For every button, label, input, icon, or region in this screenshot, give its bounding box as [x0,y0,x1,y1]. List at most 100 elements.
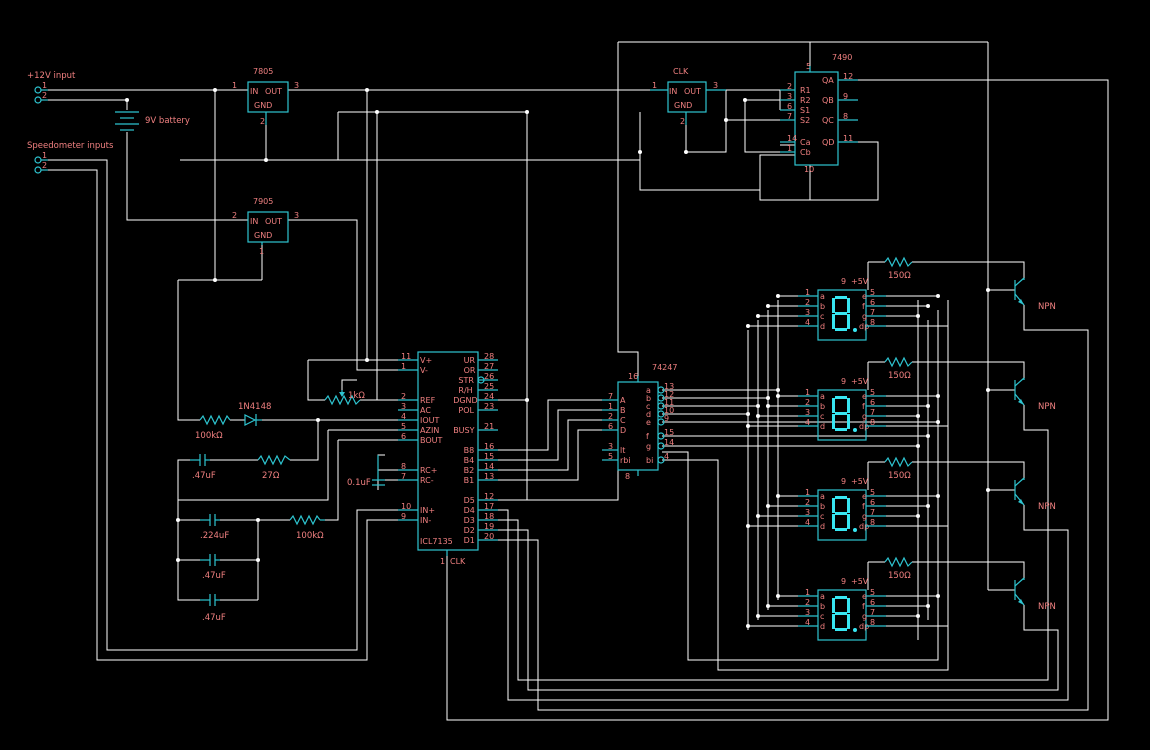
display-pin-label: b [820,402,825,411]
c7490-pin-qc: QC [822,116,834,125]
c7490-pin-num: 14 [787,134,797,143]
icl-pin-label: IN- [420,516,431,525]
icl-pin-label: D5 [464,496,475,505]
c7490-pin-num: 3 [787,92,792,101]
svg-text:2: 2 [232,211,237,220]
icl-pin-label: B2 [464,466,475,475]
icl-pin-num: 10 [401,502,411,511]
icl-pin-label: D3 [464,516,475,525]
svg-text:CLK: CLK [673,67,689,76]
icl-pin-label: BOUT [420,436,443,445]
display-pin-label: c [820,412,824,421]
icl-pin-label: UR [464,356,476,365]
svg-text:CLK: CLK [450,557,466,566]
display-pin-num: 3 [805,308,810,317]
decoder-pin-label: B [620,406,626,415]
display-pin-num: 5 [870,388,875,397]
svg-text:ICL7135: ICL7135 [420,537,453,546]
decoder-pin-num: 15 [664,428,674,437]
icl-pin-num: 6 [401,432,406,441]
display-pin-num: 1 [805,288,810,297]
decoder-pin-label: b [646,394,651,403]
display-pin-num: 6 [870,298,875,307]
display-pin-num: 3 [805,408,810,417]
display-pin-num: 4 [805,518,810,527]
wires [45,41,1109,721]
display-pin-label: e [862,292,867,301]
svg-text:GND: GND [254,101,272,110]
svg-text:.224uF: .224uF [200,531,229,541]
svg-text:IN: IN [250,87,258,96]
display-pin-num: 4 [805,618,810,627]
display-pin-num: 8 [870,318,875,327]
npn-transistor-4: NPN [1014,577,1056,612]
svg-text:3: 3 [713,81,718,90]
decoder-pin-num: 14 [664,438,674,447]
c7490-pin-qd: QD [822,138,834,147]
icl-pin-label: POL [458,406,474,415]
display-pin-num: 1 [805,488,810,497]
svg-text:GND: GND [254,231,272,240]
display-pin-num: 9 [841,377,846,386]
display-pin-num: 9 [841,477,846,486]
display-pin-label: f [862,302,865,311]
decoder-pin-num: 11 [664,398,674,407]
icl-pin-label: V- [420,366,428,375]
svg-text:1: 1 [440,557,445,566]
display-pin-num: 5 [870,588,875,597]
icl-pin-label: IOUT [420,416,440,425]
display-pin-label: f [862,502,865,511]
resistor-100k-b: 100kΩ [289,514,325,541]
svg-text:27Ω: 27Ω [262,471,280,481]
display-pin-label: a [820,292,825,301]
icl-pin-label: STR [458,376,474,385]
c7490-pin-num: 12 [843,72,853,81]
icl-pin-num: 27 [484,362,494,371]
display-resistor-label: 150Ω [888,271,911,281]
svg-text:7905: 7905 [253,197,273,206]
transistor-label: NPN [1038,402,1056,412]
npn-transistor-3: NPN [1014,477,1056,512]
display-pin-num: 9 [841,277,846,286]
display-pin-num: 3 [805,508,810,517]
svg-text:2: 2 [260,117,265,126]
icl-pin-num: 4 [401,412,406,421]
svg-text:5: 5 [806,62,811,71]
transistor-label: NPN [1038,602,1056,612]
c7490-pin-s2: S2 [800,116,810,125]
c7490-pin-cb: Cb [800,148,811,157]
display-pin-num: 6 [870,598,875,607]
icl-pin-label: RC+ [420,466,437,475]
icl-pin-label: B8 [464,446,475,455]
display-pin-label: e [862,492,867,501]
decoder-pin-num: 13 [664,382,674,391]
display-pin-num: 4 [805,418,810,427]
display-pin-label: c [820,512,824,521]
svg-text:2: 2 [42,91,47,100]
svg-text:.47uF: .47uF [202,613,226,623]
icl-pin-num: 26 [484,372,494,381]
capacitor-047-a: .47uF [190,454,216,481]
battery-label: 9V battery [145,116,190,126]
icl-pin-num: 14 [484,462,494,471]
decoder-pin-num: 5 [608,452,613,461]
display-pin-num: 2 [805,398,810,407]
display-pin-num: 5 [870,288,875,297]
svg-text:1kΩ: 1kΩ [348,391,365,401]
c7490-pin-num: 7 [787,112,792,121]
icl-pin-label: D2 [464,526,475,535]
svg-text:IN: IN [250,217,258,226]
svg-text:7490: 7490 [832,53,852,62]
svg-text:100kΩ: 100kΩ [296,531,324,541]
icl-pin-label: REF [420,396,436,405]
c7490-pin-qa: QA [822,76,834,85]
c7490-pin-r2: R2 [800,96,811,105]
display-pin-label: f [862,402,865,411]
display-resistor-label: 150Ω [888,371,911,381]
display-pin-label: +5V [851,377,869,386]
svg-text:IN: IN [669,87,677,96]
decoder-pin-num: 4 [664,452,669,461]
decoder-pin-label: f [646,432,649,441]
transistor-label: NPN [1038,302,1056,312]
